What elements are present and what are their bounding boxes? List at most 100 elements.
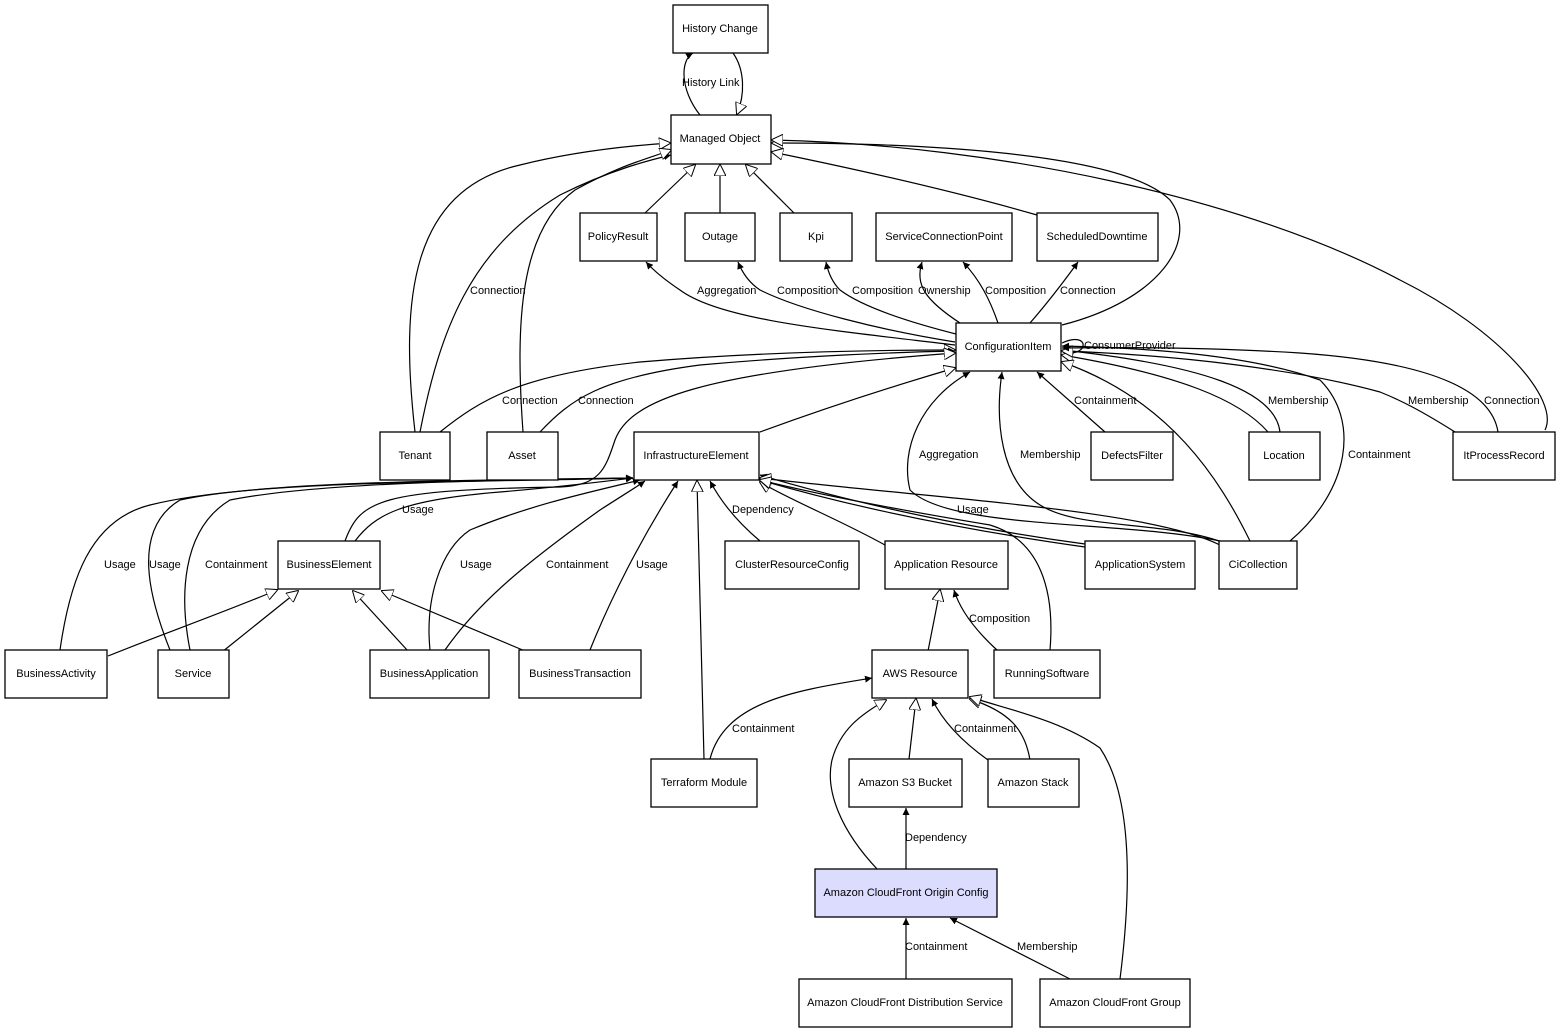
node-kpi[interactable]: Kpi bbox=[779, 212, 853, 262]
node-label: Terraform Module bbox=[661, 777, 747, 789]
node-it-process-record[interactable]: ItProcessRecord bbox=[1452, 431, 1556, 481]
edge-businessapplication-usage-infra: Usage bbox=[428, 478, 641, 651]
node-configuration-item[interactable]: ConfigurationItem bbox=[955, 322, 1062, 372]
edge-label-containment-cfds: Containment bbox=[905, 941, 967, 953]
node-service-connection-point[interactable]: ServiceConnectionPoint bbox=[875, 212, 1013, 262]
edge-ci-ownership-scp: Ownership bbox=[916, 261, 971, 324]
edge-businessapplication-containment-infra: Containment bbox=[444, 480, 646, 651]
node-service[interactable]: Service bbox=[157, 649, 230, 699]
node-application-resource[interactable]: Application Resource bbox=[884, 540, 1009, 590]
edge-asset-ci: Connection bbox=[539, 347, 956, 433]
edge-label-connection-tenant-mo: Connection bbox=[470, 285, 526, 297]
edge-cfgroup-membership-originconfig: Membership bbox=[949, 917, 1078, 980]
edge-label-connection-itpr: Connection bbox=[1484, 395, 1540, 407]
edge-tenant-ci: Connection bbox=[439, 350, 955, 433]
node-label: BusinessTransaction bbox=[529, 668, 631, 680]
edge-runningsoftware-infra bbox=[760, 480, 1052, 651]
node-managed-object[interactable]: Managed Object bbox=[670, 114, 772, 165]
node-amazon-s3-bucket[interactable]: Amazon S3 Bucket bbox=[848, 758, 963, 808]
edge-defectsfilter-ci: Containment bbox=[1036, 371, 1136, 433]
node-label: Tenant bbox=[398, 450, 431, 462]
node-label: ConfigurationItem bbox=[965, 341, 1052, 353]
edge-label-membership-itpr: Membership bbox=[1408, 395, 1469, 407]
node-terraform-module[interactable]: Terraform Module bbox=[650, 758, 758, 808]
node-label: BusinessElement bbox=[287, 559, 372, 571]
edge-cicollection-ci bbox=[1062, 362, 1251, 542]
edge-awsresource-applicationresource bbox=[927, 590, 940, 652]
edge-businesstransaction-businesselement bbox=[382, 591, 526, 652]
node-business-activity[interactable]: BusinessActivity bbox=[4, 649, 108, 699]
edge-history-link: History Link bbox=[682, 52, 743, 115]
node-label: ServiceConnectionPoint bbox=[885, 231, 1002, 243]
node-business-transaction[interactable]: BusinessTransaction bbox=[518, 649, 642, 699]
edge-label-composition-outage: Composition bbox=[777, 285, 838, 297]
node-amazon-cloudfront-distribution-service[interactable]: Amazon CloudFront Distribution Service bbox=[798, 978, 1013, 1028]
edge-label-connection-asset-ci: Connection bbox=[578, 395, 634, 407]
node-running-software[interactable]: RunningSoftware bbox=[993, 649, 1101, 699]
node-amazon-cloudfront-group[interactable]: Amazon CloudFront Group bbox=[1039, 978, 1191, 1028]
node-application-system[interactable]: ApplicationSystem bbox=[1084, 540, 1196, 590]
node-label: History Change bbox=[682, 23, 758, 35]
edge-cicollection-membership-ci: Membership bbox=[997, 371, 1223, 543]
node-asset[interactable]: Asset bbox=[486, 431, 559, 481]
edge-label-usage-service: Usage bbox=[149, 559, 181, 571]
node-tenant[interactable]: Tenant bbox=[379, 431, 451, 481]
node-amazon-cloudfront-origin-config[interactable]: Amazon CloudFront Origin Config bbox=[814, 868, 998, 918]
node-outage[interactable]: Outage bbox=[684, 212, 756, 262]
edge-s3-aws bbox=[908, 699, 916, 760]
node-label: CiCollection bbox=[1229, 559, 1288, 571]
node-history-change[interactable]: History Change bbox=[672, 4, 769, 54]
edge-amazonstack-containment-aws: Containment bbox=[931, 698, 1016, 761]
node-label: AWS Resource bbox=[883, 668, 958, 680]
node-label: ScheduledDowntime bbox=[1047, 231, 1148, 243]
node-label: Asset bbox=[508, 450, 536, 462]
edge-itprocessrecord-ci: Membership bbox=[1062, 351, 1469, 433]
edge-label-usage-as: Usage bbox=[957, 504, 989, 516]
edge-ci-composition-outage: Composition bbox=[737, 261, 956, 343]
node-label: Kpi bbox=[808, 231, 824, 243]
edge-label-dependency-s3: Dependency bbox=[905, 832, 967, 844]
node-cluster-resource-config[interactable]: ClusterResourceConfig bbox=[724, 540, 860, 590]
edge-clusterresourceconfig-infra: Dependency bbox=[709, 480, 794, 542]
edge-label-history-link: History Link bbox=[682, 77, 740, 89]
node-ci-collection[interactable]: CiCollection bbox=[1218, 540, 1298, 590]
node-aws-resource[interactable]: AWS Resource bbox=[871, 649, 969, 699]
node-business-application[interactable]: BusinessApplication bbox=[369, 649, 490, 699]
edge-service-businesselement bbox=[221, 591, 298, 653]
edge-cloudfrontgroup-aws bbox=[970, 697, 1128, 980]
edge-label-aggregation-policy: Aggregation bbox=[697, 285, 756, 297]
node-scheduled-downtime[interactable]: ScheduledDowntime bbox=[1036, 212, 1159, 262]
node-label: PolicyResult bbox=[588, 231, 649, 243]
edge-terraform-containment-aws: Containment bbox=[709, 675, 873, 760]
node-label: BusinessApplication bbox=[380, 668, 478, 680]
node-policy-result[interactable]: PolicyResult bbox=[579, 212, 658, 262]
edge-itprocessrecord-connection-ci: Connection bbox=[1061, 344, 1540, 433]
edge-label-membership-cfg: Membership bbox=[1017, 941, 1078, 953]
edge-label-usage-ba-act: Usage bbox=[104, 559, 136, 571]
edge-cfds-containment-originconfig: Containment bbox=[902, 918, 967, 979]
node-infrastructure-element[interactable]: InfrastructureElement bbox=[633, 431, 760, 481]
node-location[interactable]: Location bbox=[1248, 431, 1321, 481]
edge-businesstransaction-usage-infra: Usage bbox=[589, 480, 679, 651]
node-defects-filter[interactable]: DefectsFilter bbox=[1090, 431, 1174, 481]
edge-label-connection-sd: Connection bbox=[1060, 285, 1116, 297]
node-label: Application Resource bbox=[894, 559, 998, 571]
edge-label-usage-bt: Usage bbox=[636, 559, 668, 571]
node-amazon-stack[interactable]: Amazon Stack bbox=[987, 758, 1080, 808]
edge-label-containment-bapp: Containment bbox=[546, 559, 608, 571]
edge-label-usage-bapp: Usage bbox=[460, 559, 492, 571]
node-label: Outage bbox=[702, 231, 738, 243]
edge-cicollection-infra bbox=[760, 478, 1221, 546]
edge-label-membership-cic: Membership bbox=[1020, 449, 1081, 461]
edge-applicationsystem-usage-infra: Usage bbox=[759, 473, 1086, 545]
node-label: ApplicationSystem bbox=[1095, 559, 1186, 571]
node-business-element[interactable]: BusinessElement bbox=[277, 540, 381, 590]
node-label: Managed Object bbox=[680, 133, 761, 145]
edge-businesselement-ci bbox=[344, 353, 955, 542]
edge-label-usage-be: Usage bbox=[402, 504, 434, 516]
node-label: Service bbox=[175, 668, 212, 680]
edge-label-containment-terraform: Containment bbox=[732, 723, 794, 735]
edge-ci-managed-object bbox=[772, 143, 1181, 326]
node-label: ClusterResourceConfig bbox=[735, 559, 849, 571]
